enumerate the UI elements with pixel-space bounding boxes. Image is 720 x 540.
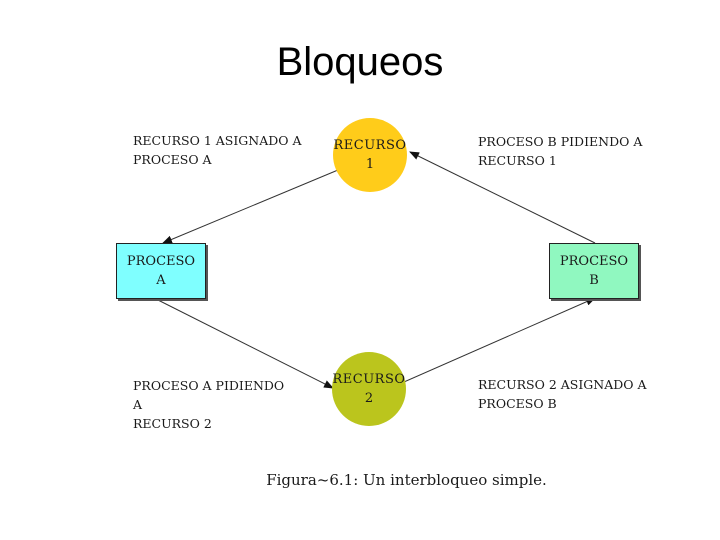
label-recurso2-asignado: RECURSO 2 ASIGNADO A PROCESO B <box>478 377 647 411</box>
recurso-2-node: RECURSO 2 <box>332 352 406 426</box>
recurso-1-node: RECURSO 1 <box>333 118 407 192</box>
proceso-b-label: PROCESO <box>559 254 629 269</box>
recurso-2-label: RECURSO <box>332 372 406 387</box>
figure-caption: Figura~6.1: Un interbloqueo simple. <box>266 471 547 489</box>
edge-proceso-a-to-recurso2 <box>157 299 334 389</box>
proceso-a-node: PROCESO A <box>116 243 206 299</box>
recurso-1-label: RECURSO <box>333 138 407 153</box>
recurso-1-number: 1 <box>365 157 375 172</box>
page-title: Bloqueos <box>276 40 444 84</box>
label-proceso-a-pidiendo: PROCESO A PIDIENDO A RECURSO 2 <box>133 378 285 431</box>
label-recurso1-asignado: RECURSO 1 ASIGNADO A PROCESO A <box>133 133 302 167</box>
label-proceso-b-pidiendo: PROCESO B PIDIENDO A RECURSO 1 <box>478 134 643 168</box>
edge-proceso-b-to-recurso1 <box>409 151 596 244</box>
proceso-a-label: PROCESO <box>126 254 196 269</box>
proceso-a-letter: A <box>156 273 166 288</box>
edge-recurso2-to-proceso-b <box>403 297 596 383</box>
proceso-b-letter: B <box>589 273 599 288</box>
proceso-b-node: PROCESO B <box>549 243 639 299</box>
recurso-2-number: 2 <box>364 391 374 406</box>
edge-recurso1-to-proceso-a <box>162 169 339 244</box>
